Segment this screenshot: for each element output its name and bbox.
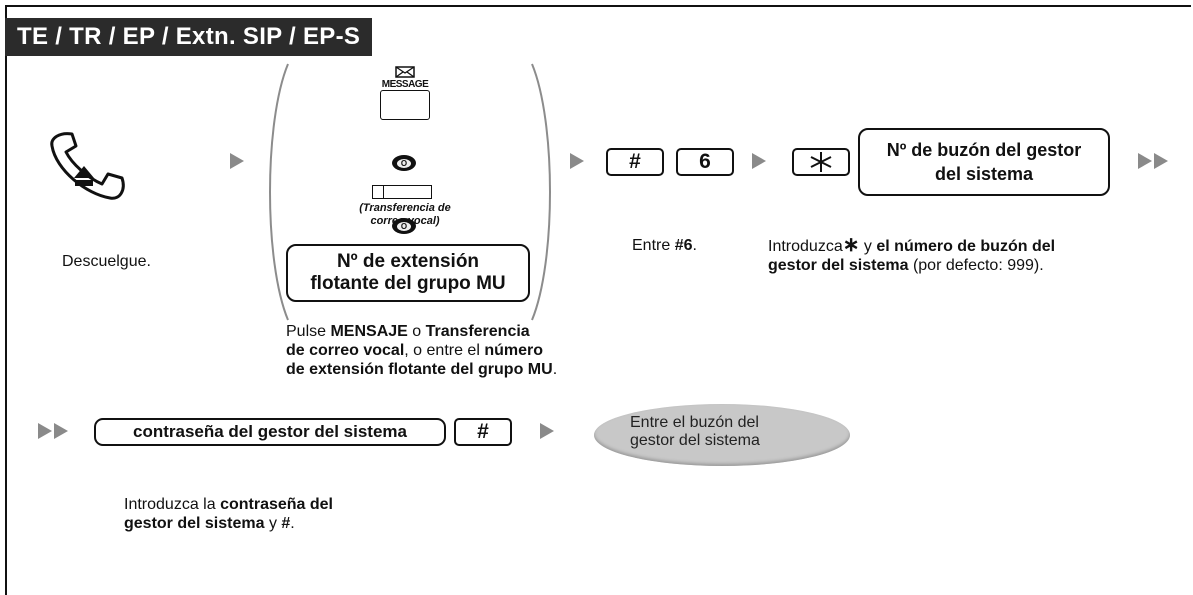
- step5-caption: Introduzca la contraseña del gestor del …: [124, 495, 424, 533]
- mu-box-line1: Nº de extensión: [336, 251, 480, 272]
- caption-text: y: [859, 238, 877, 255]
- flow-arrow: [540, 423, 554, 439]
- or-label: O: [397, 221, 411, 231]
- result-ellipse: Entre el buzón del gestor del sistema: [594, 404, 850, 466]
- continue-arrow: [38, 423, 52, 439]
- caption-bold: contraseña del: [220, 496, 333, 513]
- or-badge: O: [392, 155, 416, 171]
- caption-bold: #: [281, 515, 291, 532]
- caption-text: Pulse: [286, 323, 331, 340]
- or-badge: O: [392, 218, 416, 234]
- manager-mailbox-box: Nº de buzón del gestor del sistema: [858, 128, 1110, 196]
- message-button[interactable]: [380, 90, 430, 120]
- caption-text: y: [264, 515, 282, 532]
- caption-bold: MENSAJE: [330, 323, 408, 340]
- caption-bold: de extensión flotante del grupo MU: [286, 361, 553, 378]
- page-frame: [5, 5, 1191, 595]
- hash-key[interactable]: #: [606, 148, 664, 176]
- caption-bold: número: [484, 342, 543, 359]
- caption-text: (por defecto: 999).: [908, 257, 1044, 274]
- caption-text: Entre: [632, 237, 675, 254]
- six-key[interactable]: 6: [676, 148, 734, 176]
- continue-arrow: [1154, 153, 1168, 169]
- caption-text: o: [407, 323, 426, 340]
- caption-text: Introduzca: [768, 238, 843, 255]
- hash-key[interactable]: #: [454, 418, 512, 446]
- mailbox-box-line1: Nº de buzón del gestor: [886, 140, 1082, 160]
- mailbox-box-line2: del sistema: [934, 164, 1034, 184]
- caption-text: .: [290, 515, 295, 532]
- result-line2: gestor del sistema: [630, 432, 760, 449]
- transfer-vm-button[interactable]: [372, 185, 432, 199]
- caption-text: , o entre el: [404, 342, 485, 359]
- caption-bold: gestor del sistema: [124, 515, 265, 532]
- mu-floating-extension-box: Nº de extensión flotante del grupo MU: [286, 244, 530, 302]
- handset-off-hook-icon: [50, 132, 125, 200]
- star-key-icon: [810, 152, 832, 172]
- flow-arrow: [230, 153, 244, 169]
- caption-bold: el número de buzón del: [876, 238, 1056, 255]
- caption-text: .: [552, 361, 558, 378]
- star-symbol: ∗: [842, 234, 860, 256]
- caption-bold: #6: [674, 237, 693, 254]
- page-title: TE / TR / EP / Extn. SIP / EP-S: [5, 18, 373, 56]
- step4-caption: Introduzca∗ y el número de buzón del ges…: [768, 234, 1188, 275]
- continue-arrow: [1138, 153, 1152, 169]
- right-parenthesis: [531, 63, 551, 321]
- transfer-note-line1: (Transferencia de: [359, 202, 451, 214]
- manager-password-box: contraseña del gestor del sistema: [94, 418, 446, 446]
- step1-caption: Descuelgue.: [62, 253, 151, 270]
- envelope-icon: [395, 66, 415, 78]
- flow-arrow: [752, 153, 766, 169]
- caption-bold: gestor del sistema: [768, 257, 909, 274]
- caption-text: .: [692, 237, 697, 254]
- continue-arrow: [54, 423, 68, 439]
- step2-caption: Pulse MENSAJE o Transferencia de correo …: [286, 322, 646, 379]
- flow-arrow: [570, 153, 584, 169]
- caption-bold: de correo vocal: [286, 342, 405, 359]
- result-line1: Entre el buzón del: [630, 414, 759, 431]
- star-key[interactable]: [792, 148, 850, 176]
- left-parenthesis: [269, 63, 289, 321]
- or-label: O: [397, 158, 411, 168]
- caption-bold: Transferencia: [425, 323, 530, 340]
- caption-text: Introduzca la: [124, 496, 221, 513]
- message-key-label: MESSAGE: [381, 79, 429, 90]
- step3-caption: Entre #6.: [632, 236, 697, 255]
- mu-box-line2: flotante del grupo MU: [310, 273, 506, 294]
